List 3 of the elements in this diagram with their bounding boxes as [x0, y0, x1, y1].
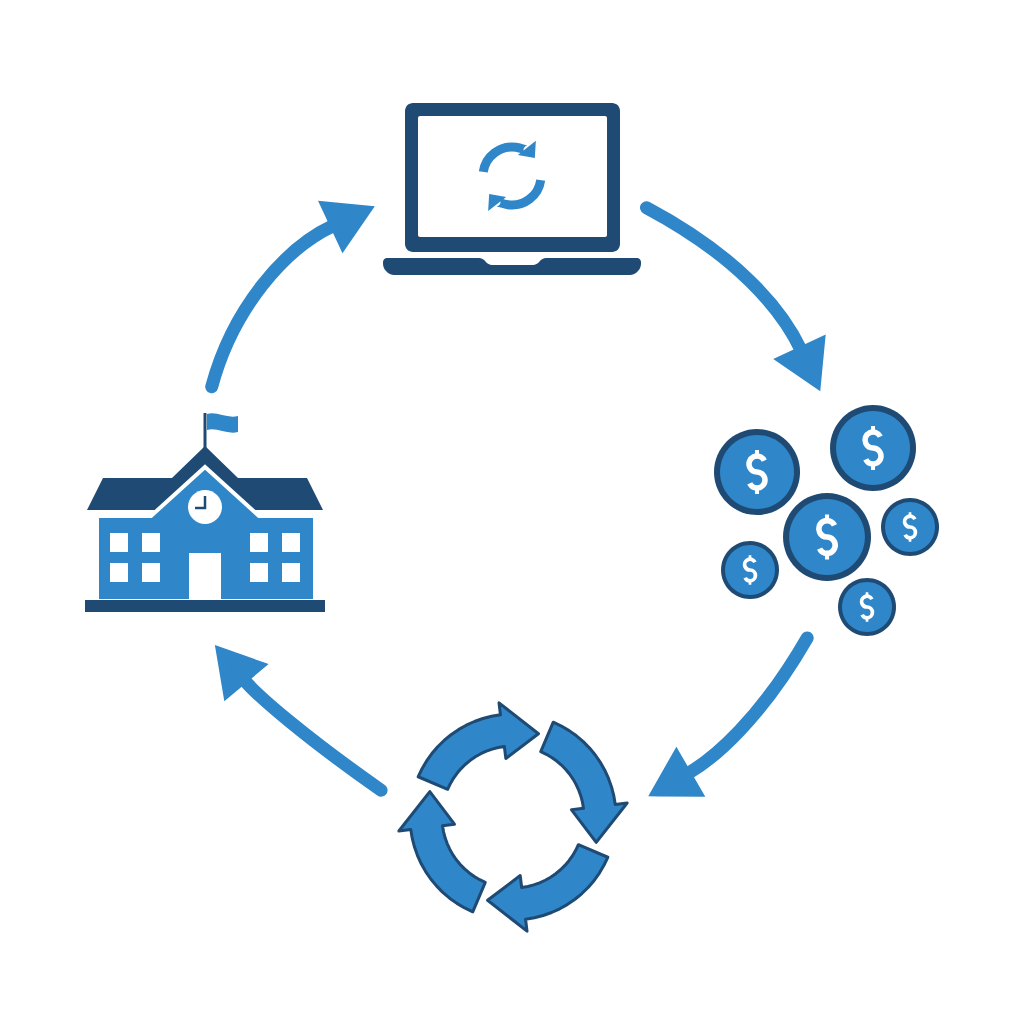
- laptop: [383, 103, 641, 275]
- coins: [714, 405, 939, 636]
- cycle-arrows: [397, 701, 629, 933]
